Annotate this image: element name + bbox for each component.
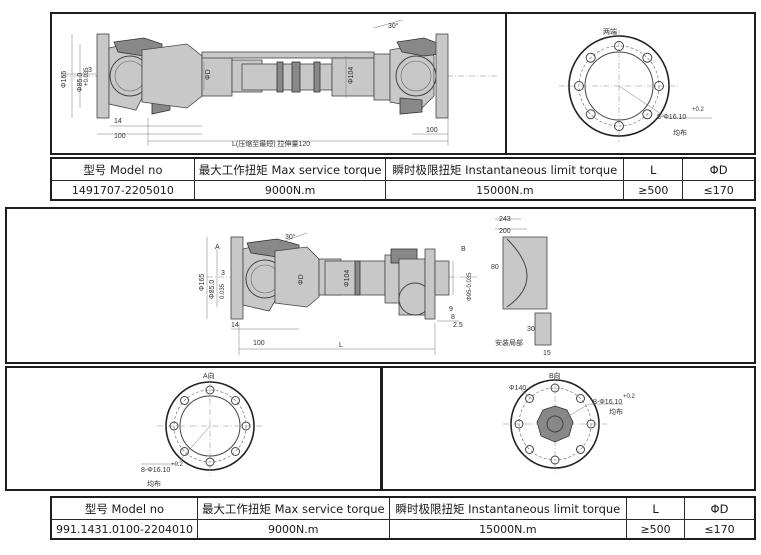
table2-limit-torque: 15000N.m (388, 519, 628, 540)
table1-header-model: 型号 Model no (50, 157, 195, 182)
dim2-tol: 0.035 (220, 283, 226, 299)
dim2-d165: Φ165 (199, 274, 206, 291)
spec-table-1: 型号 Model no 最大工作扭矩 Max service torque 瞬时… (50, 157, 756, 201)
dim-tol: +0.035 (84, 67, 90, 86)
dim-d85: Φ85.0 (77, 73, 84, 92)
dim2-B: B (461, 246, 466, 253)
dim2-200: 200 (499, 228, 511, 235)
table2-model: 991.1431.0100-2204010 (50, 519, 198, 540)
dim2-A: A (215, 244, 220, 251)
dim-angle: 30° (388, 22, 399, 30)
shaft-drawing-2: A B 30° Φ165 Φ85.0 0.035 3 ΦD Φ104 Φ95-0… (199, 216, 552, 357)
drawing-panel-2: A B 30° Φ165 Φ85.0 0.035 3 ΦD Φ104 Φ95-0… (5, 207, 756, 364)
flangeB-d140: Φ140 (509, 385, 526, 392)
dim2-d85: Φ85.0 (209, 280, 216, 299)
table2-l: ≥500 (626, 519, 686, 540)
table2-header-d: ΦD (684, 496, 756, 521)
flangeB-bolts: 8-Φ16.10 (593, 399, 622, 406)
table1-d: ≤170 (682, 180, 756, 201)
dim2-fourteen: 14 (231, 322, 239, 329)
dim2-angle: 30° (285, 233, 296, 241)
flange1-bolts: 8-Φ16.10 (657, 114, 686, 121)
dim-100-right: 100 (426, 127, 438, 134)
dim2-d104: Φ104 (344, 270, 351, 287)
table2-header-model: 型号 Model no (50, 496, 198, 521)
flangeA-label: A向 (203, 371, 215, 380)
table2-header-limit-torque: 瞬时极限扭矩 Instantaneous limit torque (388, 496, 628, 521)
flangeB-label: B向 (549, 371, 561, 380)
flange-view-1: 两端 +0.2 8-Φ16.10 均布 (559, 27, 712, 142)
table1-l: ≥500 (623, 180, 684, 201)
dim2-nine: 9 (449, 306, 453, 313)
flangeA-tol: +0.2 (171, 462, 184, 468)
table1-model: 1491707-2205010 (50, 180, 195, 201)
table1-row: 1491707-2205010 9000N.m 15000N.m ≥500 ≤1… (50, 180, 756, 201)
flange-view-B: B向 Φ140 +0.2 8-Φ16.10 均布 (503, 371, 636, 474)
drawing-panel-1: Φ165 +0.035 Φ85.0 3 ΦD Φ104 30° 14 100 1… (50, 12, 507, 155)
table2-row: 991.1431.0100-2204010 9000N.m 15000N.m ≥… (50, 519, 756, 540)
flange1-label: 两端 (603, 27, 617, 36)
dim-d0: ΦD (205, 69, 212, 80)
dim2-80: 80 (491, 264, 499, 271)
dim2-twofive: 2.5 (453, 322, 463, 329)
dim-three: 3 (88, 67, 92, 74)
dim2-three: 3 (221, 270, 225, 277)
table2-header-l: L (626, 496, 686, 521)
dim2-d95: Φ95-0.035 (467, 272, 473, 301)
flange-panel-A: A向 +0.2 8-Φ16.10 均布 (5, 366, 382, 491)
spec-table-2: 型号 Model no 最大工作扭矩 Max service torque 瞬时… (50, 496, 756, 540)
flangeA-even: 均布 (147, 479, 161, 488)
dim2-hundred: 100 (253, 340, 265, 347)
dim2-mount-note: 安装局部 (495, 338, 523, 347)
dim-d165: Φ165 (61, 71, 68, 88)
dim-d104: Φ104 (348, 67, 355, 84)
flange-panel-1: 两端 +0.2 8-Φ16.10 均布 (505, 12, 756, 155)
flange-view-A: A向 +0.2 8-Φ16.10 均布 (141, 371, 263, 488)
table2-d: ≤170 (684, 519, 756, 540)
flangeA-bolts: 8-Φ16.10 (141, 467, 170, 474)
dim-14: 14 (114, 118, 122, 125)
dim2-15: 15 (543, 350, 551, 357)
table1-header-d: ΦD (682, 157, 756, 182)
dim-length-note: L(压缩至最短) 拉伸量120 (232, 139, 310, 148)
table1-header-limit-torque: 瞬时极限扭矩 Instantaneous limit torque (385, 157, 625, 182)
table1-header-row: 型号 Model no 最大工作扭矩 Max service torque 瞬时… (50, 157, 756, 182)
dim-100-left: 100 (114, 133, 126, 140)
table2-header-max-torque: 最大工作扭矩 Max service torque (196, 496, 390, 521)
dim2-30: 30 (527, 326, 535, 333)
shaft-drawing-1: Φ165 +0.035 Φ85.0 3 ΦD Φ104 30° 14 100 1… (61, 19, 497, 148)
table2-max-torque: 9000N.m (196, 519, 390, 540)
dim2-243: 243 (499, 216, 511, 223)
flange-panel-B: B向 Φ140 +0.2 8-Φ16.10 均布 (381, 366, 756, 491)
table1-limit-torque: 15000N.m (385, 180, 625, 201)
flangeB-even: 均布 (609, 407, 623, 416)
dim2-eight: 8 (451, 314, 455, 321)
flange1-even: 均布 (673, 128, 687, 137)
flangeB-tol: +0.2 (623, 394, 636, 400)
dim2-L: L (339, 342, 343, 349)
flange1-tol: +0.2 (692, 107, 705, 113)
dim2-d0: ΦD (298, 274, 305, 285)
table1-header-max-torque: 最大工作扭矩 Max service torque (193, 157, 387, 182)
table2-header-row: 型号 Model no 最大工作扭矩 Max service torque 瞬时… (50, 496, 756, 521)
table1-header-l: L (623, 157, 684, 182)
table1-max-torque: 9000N.m (193, 180, 387, 201)
